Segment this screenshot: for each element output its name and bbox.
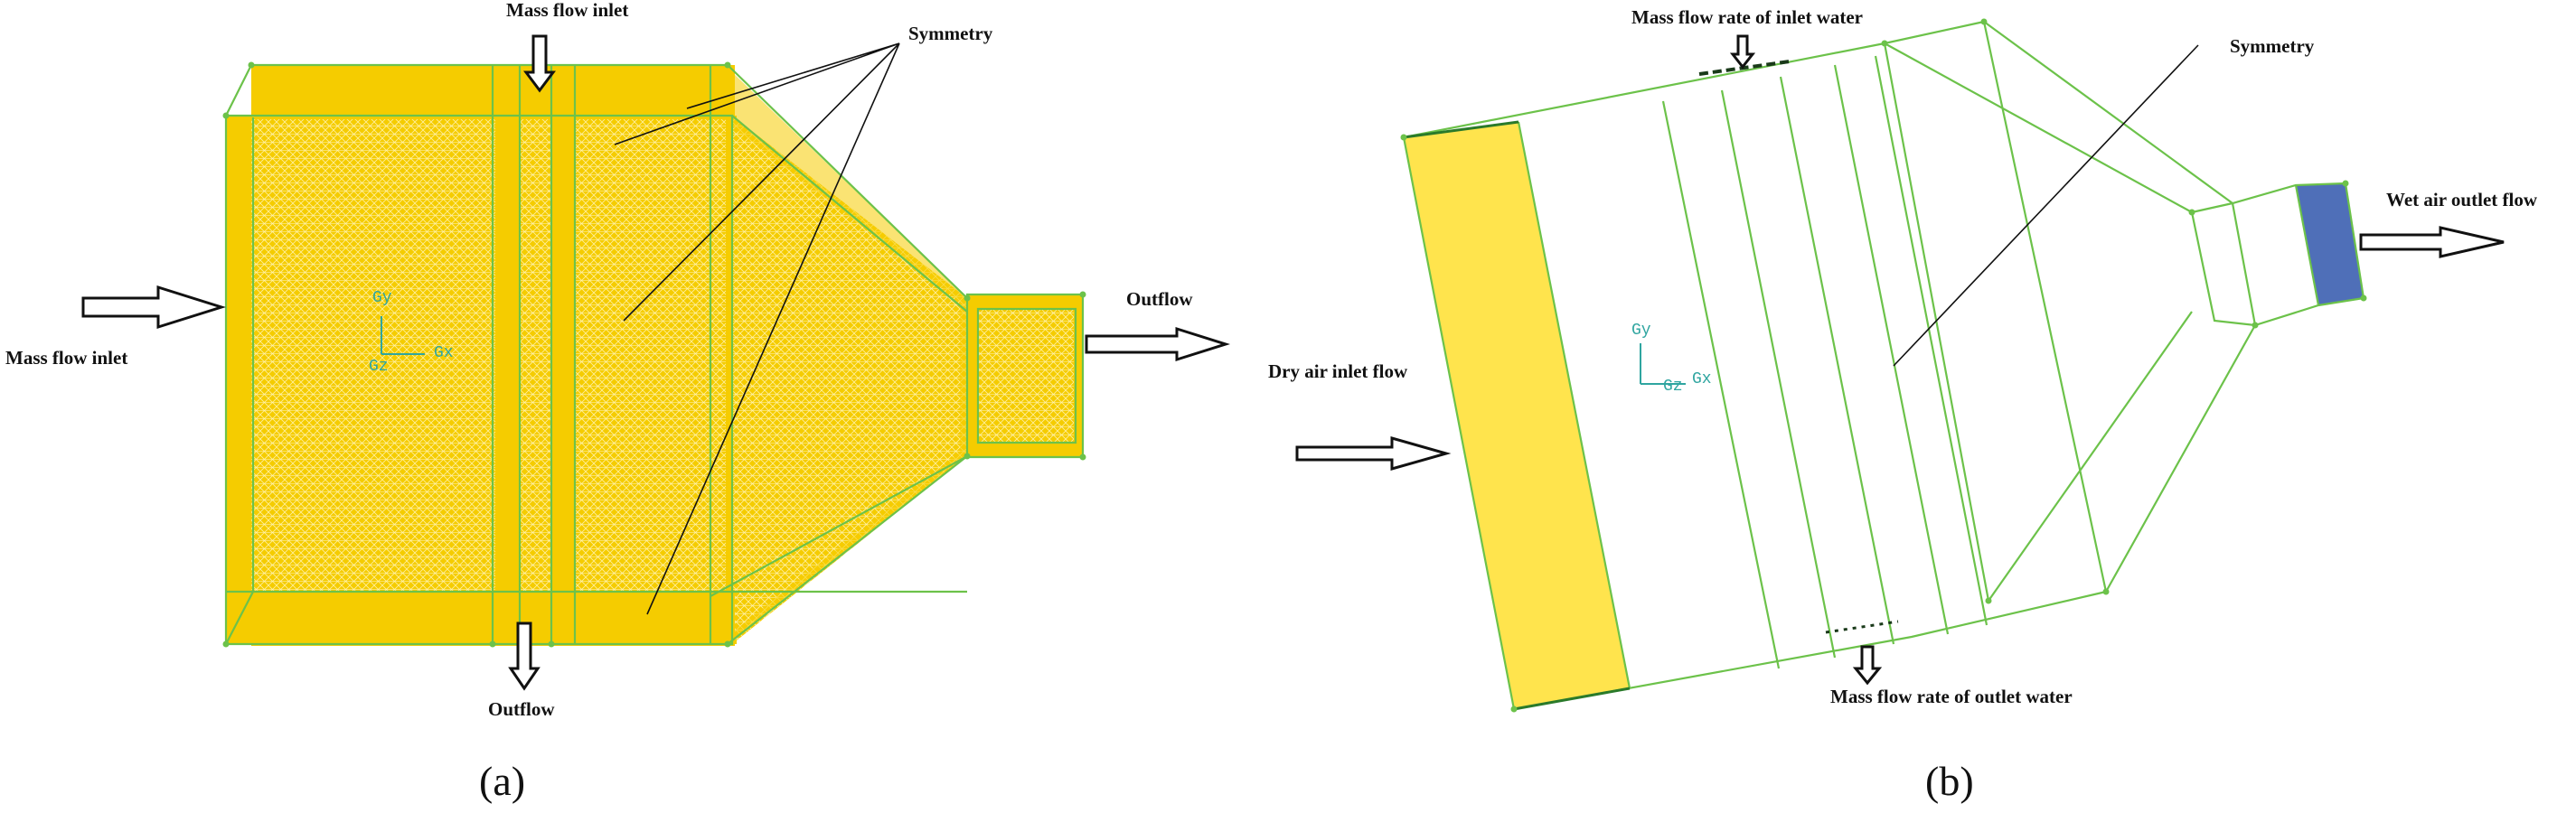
outlet-pipe-mesh <box>978 309 1074 443</box>
figure-a: Gy Gx Gz Mass flow inlet Symmetry Outflo… <box>5 0 1230 804</box>
inlet-face-edge <box>1403 120 1631 711</box>
wireframe-edges-b <box>1400 18 2367 713</box>
label-outlet-water: Mass flow rate of outlet water <box>1830 686 2073 707</box>
dry-air-inlet-face <box>1404 122 1630 709</box>
arrow-outlet-water <box>1852 645 1883 686</box>
arrow-inlet-water <box>1729 34 1756 70</box>
axis-z-label-b: Gz <box>1663 378 1683 396</box>
water-outlet-column <box>551 117 575 641</box>
water-inlet-column <box>495 117 519 641</box>
outlet-water-strip <box>1825 620 1899 634</box>
mesh-taper-inner <box>732 126 960 632</box>
label-outflow-bottom: Outflow <box>488 698 555 720</box>
label-mass-flow-inlet-left: Mass flow inlet <box>5 347 127 369</box>
axis-z-label-a: Gz <box>369 358 389 376</box>
label-outflow-right: Outflow <box>1126 288 1193 310</box>
label-symmetry-a: Symmetry <box>908 23 993 44</box>
label-dry-air-inlet: Dry air inlet flow <box>1268 360 1408 382</box>
mesh-domain-a <box>226 65 1083 646</box>
axis-x-label-a: Gx <box>434 344 454 362</box>
inlet-water-strip <box>1698 60 1791 76</box>
arrow-inlet-top <box>523 34 556 93</box>
symmetry-leader-b <box>1893 44 2199 367</box>
mesh-main <box>251 117 726 641</box>
caption-b: (b) <box>1925 758 1974 804</box>
axis-y-label-a: Gy <box>372 289 392 307</box>
arrow-inlet-left <box>81 285 227 330</box>
axis-triad-b: Gy Gx Gz <box>1631 322 1712 396</box>
caption-a: (a) <box>479 758 525 804</box>
arrow-outflow-right <box>1085 326 1230 362</box>
axis-y-label-b: Gy <box>1631 322 1651 340</box>
arrow-wet-air-outlet <box>2359 226 2505 258</box>
symmetry-leaders-a <box>614 42 900 615</box>
block-edges-a <box>222 61 1086 648</box>
label-wet-air-outlet: Wet air outlet flow <box>2386 189 2538 210</box>
label-symmetry-b: Symmetry <box>2230 35 2315 57</box>
axis-triad-a: Gy Gx Gz <box>369 289 454 376</box>
figure-b: Gy Gx Gz Mass flow rate of inlet water S… <box>1268 6 2538 804</box>
arrow-outflow-bottom <box>508 621 541 691</box>
arrow-dry-air-inlet <box>1295 436 1452 471</box>
label-mass-flow-inlet-top: Mass flow inlet <box>506 0 628 21</box>
axis-x-label-b: Gx <box>1692 370 1712 388</box>
label-inlet-water: Mass flow rate of inlet water <box>1631 6 1863 28</box>
